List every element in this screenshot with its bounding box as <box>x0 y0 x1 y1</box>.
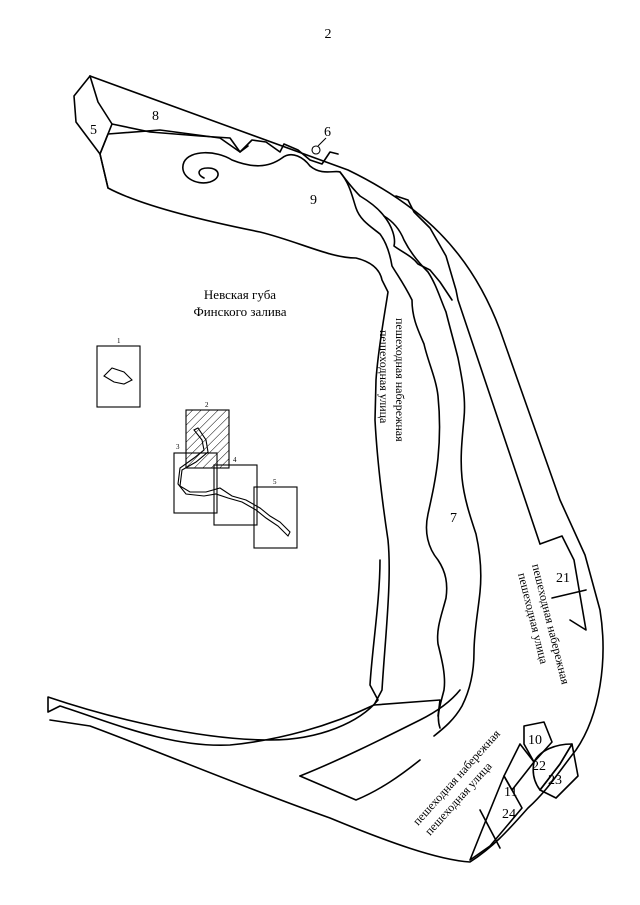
zone-label-24: 24 <box>502 807 516 822</box>
zone-label-11: 11 <box>504 785 517 800</box>
inset-label-4: 4 <box>233 456 237 464</box>
zone-label-8: 8 <box>152 109 159 124</box>
zone-21-divider <box>551 589 587 599</box>
sea-label-line2: Финского залива <box>193 304 286 319</box>
zone-24-divider <box>479 809 501 849</box>
inset-frame-4 <box>213 464 258 526</box>
channel-9 <box>182 151 453 301</box>
zone-label-21: 21 <box>556 571 570 586</box>
inset-frame-5 <box>253 486 298 549</box>
spit-south-edge <box>299 689 461 777</box>
zone-label-23: 23 <box>548 773 562 788</box>
zone-label-5: 5 <box>90 123 97 138</box>
right-strip-inner <box>395 195 541 545</box>
inset-island-shape <box>103 367 133 385</box>
street-label-main-2: пешеходная улица <box>377 330 391 424</box>
zone-23-box <box>539 743 579 799</box>
river-right-bank <box>383 215 482 737</box>
zone-8-border <box>111 123 249 153</box>
zone-label-22: 22 <box>532 759 546 774</box>
inset-frame-3 <box>173 452 218 514</box>
inset-key: 1 2 3 4 5 <box>96 337 298 549</box>
inset-label-1: 1 <box>117 337 121 345</box>
zone-21-box <box>539 535 587 631</box>
inset-label-3: 3 <box>176 443 180 451</box>
inset-label-2: 2 <box>205 401 209 409</box>
river-left-bank <box>339 171 448 729</box>
zone-label-7: 7 <box>450 511 457 526</box>
zone-6-leader <box>317 137 327 147</box>
inset-frame-1 <box>96 345 141 408</box>
zone-24-box <box>469 775 523 861</box>
zone-label-6: 6 <box>324 125 331 140</box>
inset-label-5: 5 <box>273 478 277 486</box>
inset-shoreline <box>177 427 291 537</box>
sea-label-line1: Невская губа <box>204 287 276 302</box>
zone-6-marker <box>311 145 321 155</box>
zone-label-10: 10 <box>528 733 542 748</box>
outer-coastline <box>49 75 604 863</box>
river-bottom <box>373 699 441 717</box>
street-label-main-1: пешеходная набережная <box>393 318 407 442</box>
page-number: 2 <box>325 27 332 42</box>
spit-north-edge <box>47 75 390 747</box>
zone-5-border <box>89 75 113 155</box>
inner-shore <box>99 129 339 189</box>
spit-south-tip <box>299 759 421 801</box>
zone-label-9: 9 <box>310 193 317 208</box>
